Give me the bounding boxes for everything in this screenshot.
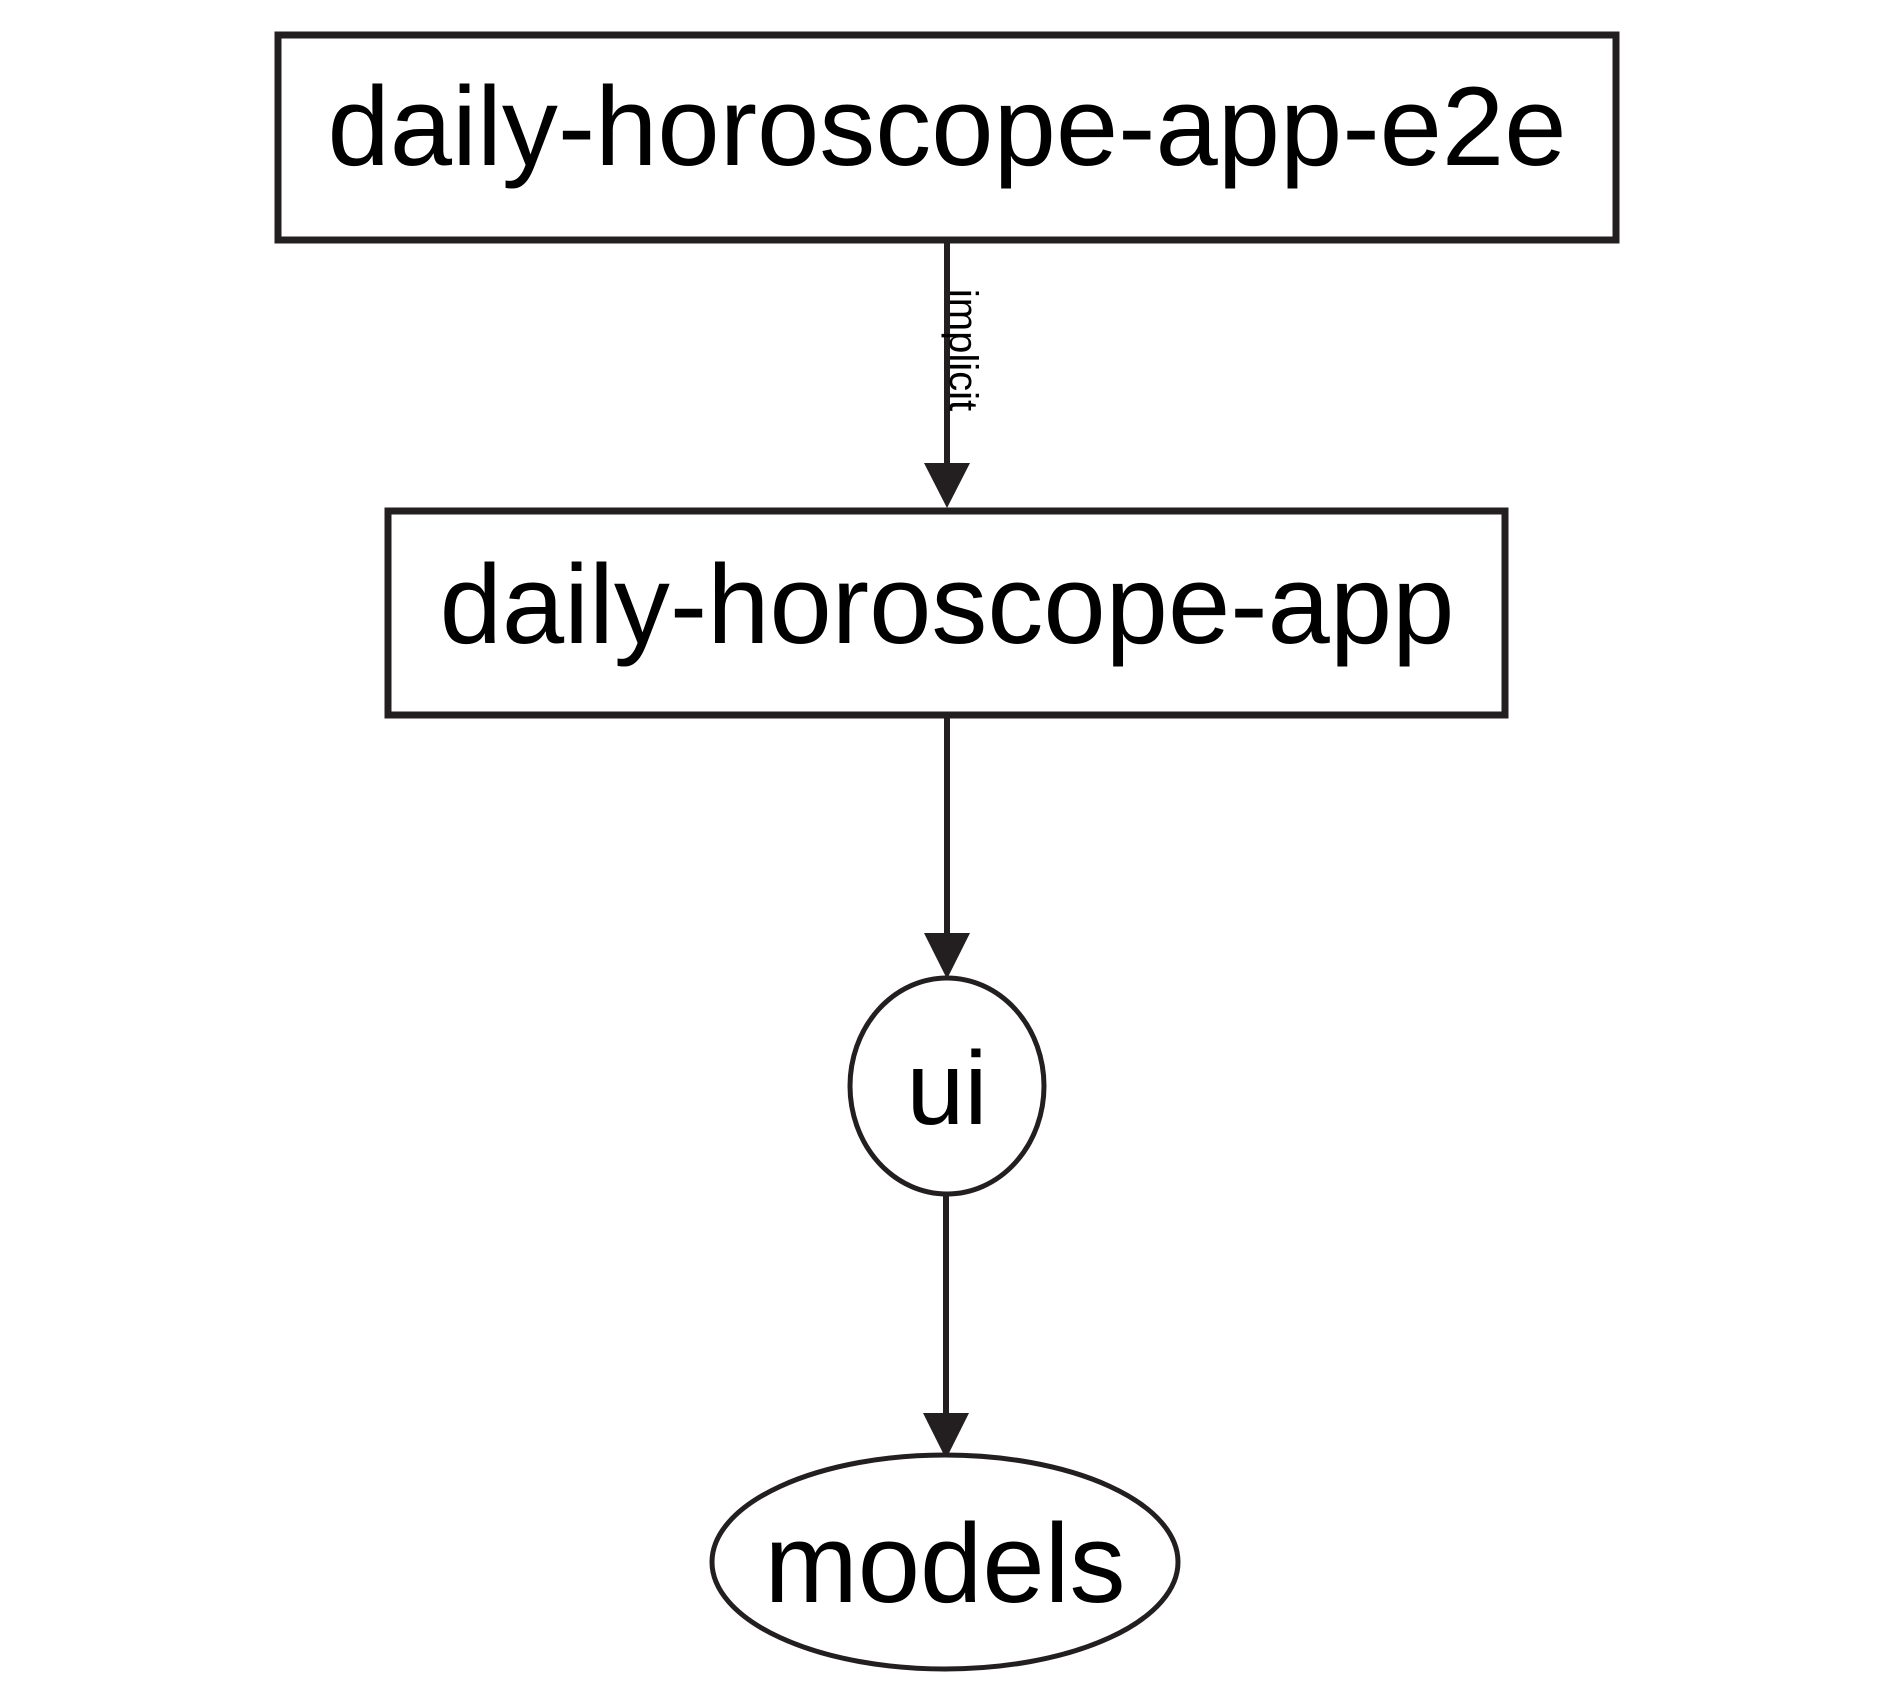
- edge-label-implicit: implicit: [941, 289, 985, 411]
- edge-e2e-to-app[interactable]: implicit: [924, 240, 985, 508]
- node-rect-e2e[interactable]: [274, 31, 1620, 244]
- edge-arrowhead-ui-models: [923, 1413, 969, 1459]
- edge-app-to-ui[interactable]: [924, 718, 970, 979]
- edge-arrowhead-app-ui: [924, 933, 970, 979]
- node-daily-horoscope-app-e2e[interactable]: daily-horoscope-app-e2e: [274, 31, 1620, 244]
- node-label-models: models: [764, 1501, 1125, 1626]
- node-label-ui: ui: [907, 1031, 988, 1147]
- node-label-e2e: daily-horoscope-app-e2e: [328, 64, 1567, 189]
- edge-arrowhead-e2e-app: [924, 463, 970, 508]
- node-ui[interactable]: ui: [847, 975, 1047, 1197]
- node-rect-app[interactable]: [384, 507, 1509, 719]
- edge-ui-to-models[interactable]: [923, 1194, 969, 1459]
- node-daily-horoscope-app[interactable]: daily-horoscope-app: [384, 507, 1509, 719]
- node-ellipse-models[interactable]: [709, 1452, 1181, 1672]
- node-models[interactable]: models: [709, 1452, 1181, 1672]
- node-label-app: daily-horoscope-app: [440, 542, 1455, 667]
